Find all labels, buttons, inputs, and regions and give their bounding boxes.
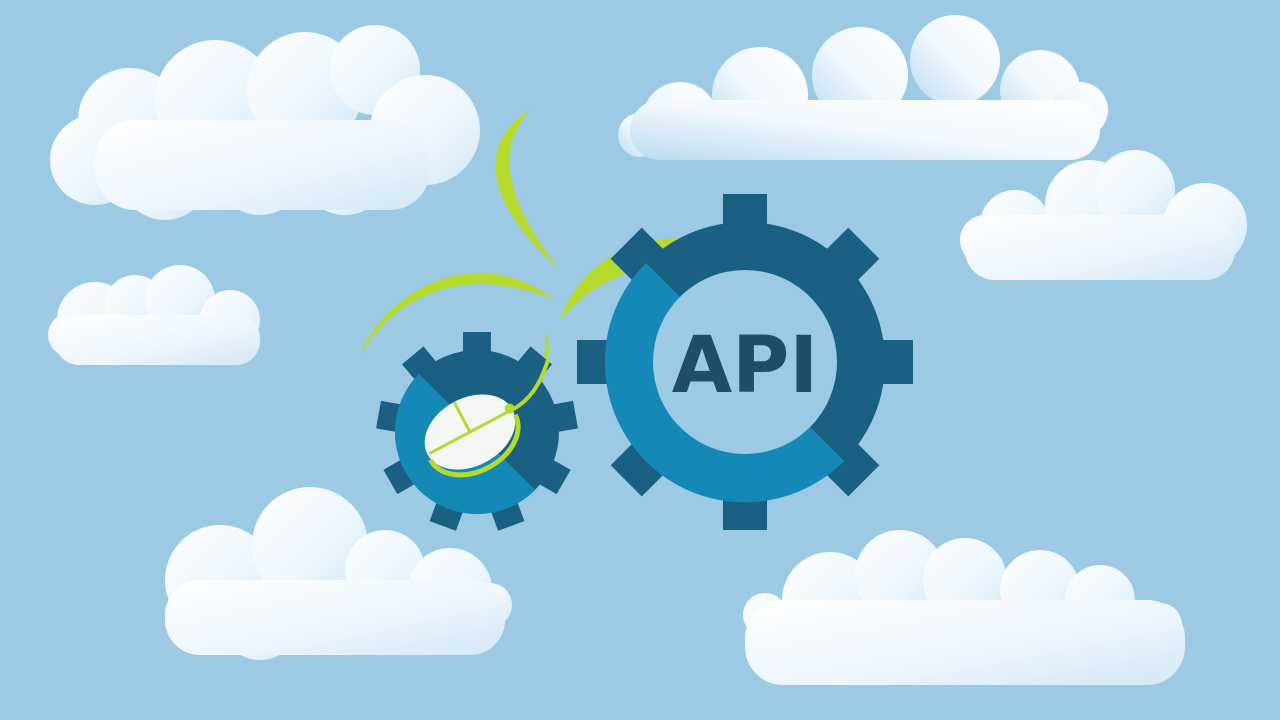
cloud-icon bbox=[48, 265, 260, 365]
api-label: API bbox=[672, 321, 819, 411]
computer-mouse-icon bbox=[424, 394, 521, 478]
mouse-cable bbox=[511, 359, 550, 412]
cloud-icon bbox=[743, 530, 1185, 685]
gear-icon bbox=[577, 194, 913, 530]
cloud-icon bbox=[50, 25, 480, 220]
cloud-icon bbox=[165, 487, 512, 660]
cloud-icon bbox=[960, 150, 1247, 280]
cloud-icon bbox=[618, 15, 1108, 160]
